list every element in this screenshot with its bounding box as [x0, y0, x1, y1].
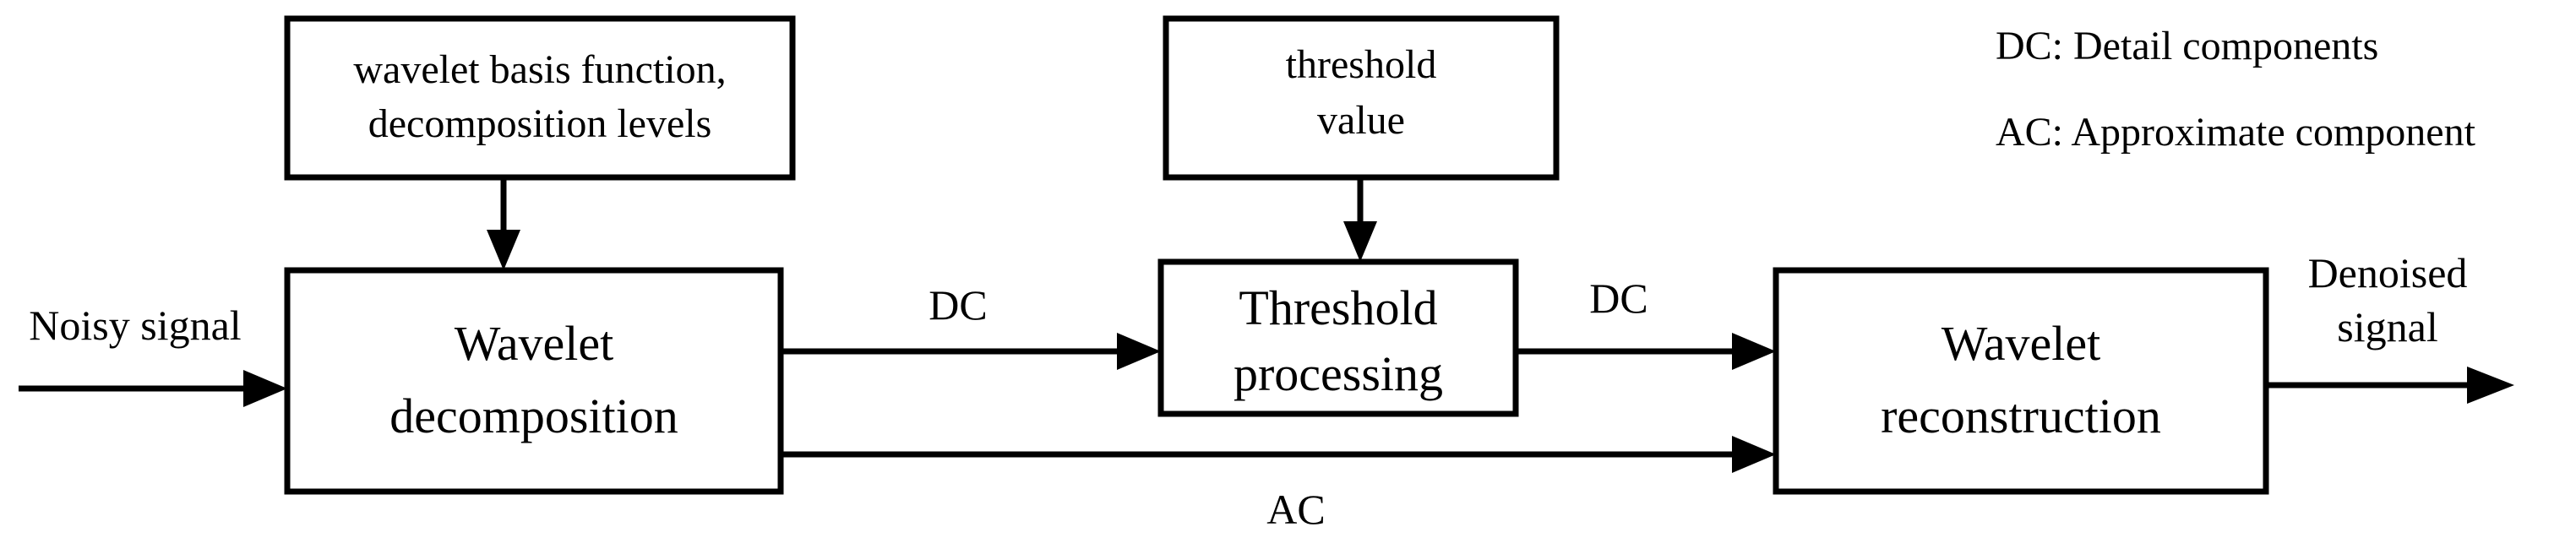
denoised-signal-label-line1: Denoised: [2308, 249, 2468, 296]
threshold-processing-label-line1: Threshold: [1239, 280, 1437, 335]
arrow-threshold-value-to-processing: [1343, 177, 1377, 262]
wavelet-decomposition-label-line1: Wavelet: [455, 316, 614, 371]
ac-label: AC: [1266, 486, 1325, 533]
legend-ac: AC: Approximate component: [1996, 110, 2476, 155]
threshold-processing-box: Threshold processing: [1157, 258, 1519, 417]
wavelet-reconstruction-box: Wavelet reconstruction: [1773, 267, 2269, 495]
legend-dc: DC: Detail components: [1996, 24, 2378, 68]
wavelet-decomposition-label-line2: decomposition: [389, 389, 678, 443]
threshold-value-box: threshold value: [1163, 15, 1560, 181]
denoised-signal-label-line2: signal: [2337, 303, 2437, 351]
wavelet-reconstruction-label-line2: reconstruction: [1881, 389, 2161, 443]
arrow-params-to-decomposition: [487, 177, 520, 270]
dc-label-2: DC: [1589, 274, 1647, 322]
params-box-label-line2: decomposition levels: [368, 101, 712, 146]
noisy-signal-label: Noisy signal: [29, 302, 241, 349]
params-box: wavelet basis function, decomposition le…: [284, 15, 796, 181]
threshold-value-label-line1: threshold: [1286, 42, 1437, 87]
arrow-dc-to-threshold: [781, 333, 1161, 370]
arrow-dc-to-reconstruction: [1516, 333, 1776, 370]
params-box-label-line1: wavelet basis function,: [353, 47, 726, 92]
threshold-value-label-line2: value: [1317, 98, 1405, 143]
threshold-processing-label-line2: processing: [1234, 346, 1443, 401]
dc-label-1: DC: [929, 281, 987, 329]
wavelet-decomposition-box: Wavelet decomposition: [284, 267, 784, 495]
arrow-input: [19, 370, 287, 407]
arrow-ac-to-reconstruction: [781, 436, 1776, 473]
arrow-output: [2266, 367, 2514, 404]
wavelet-reconstruction-label-line1: Wavelet: [1942, 316, 2101, 371]
